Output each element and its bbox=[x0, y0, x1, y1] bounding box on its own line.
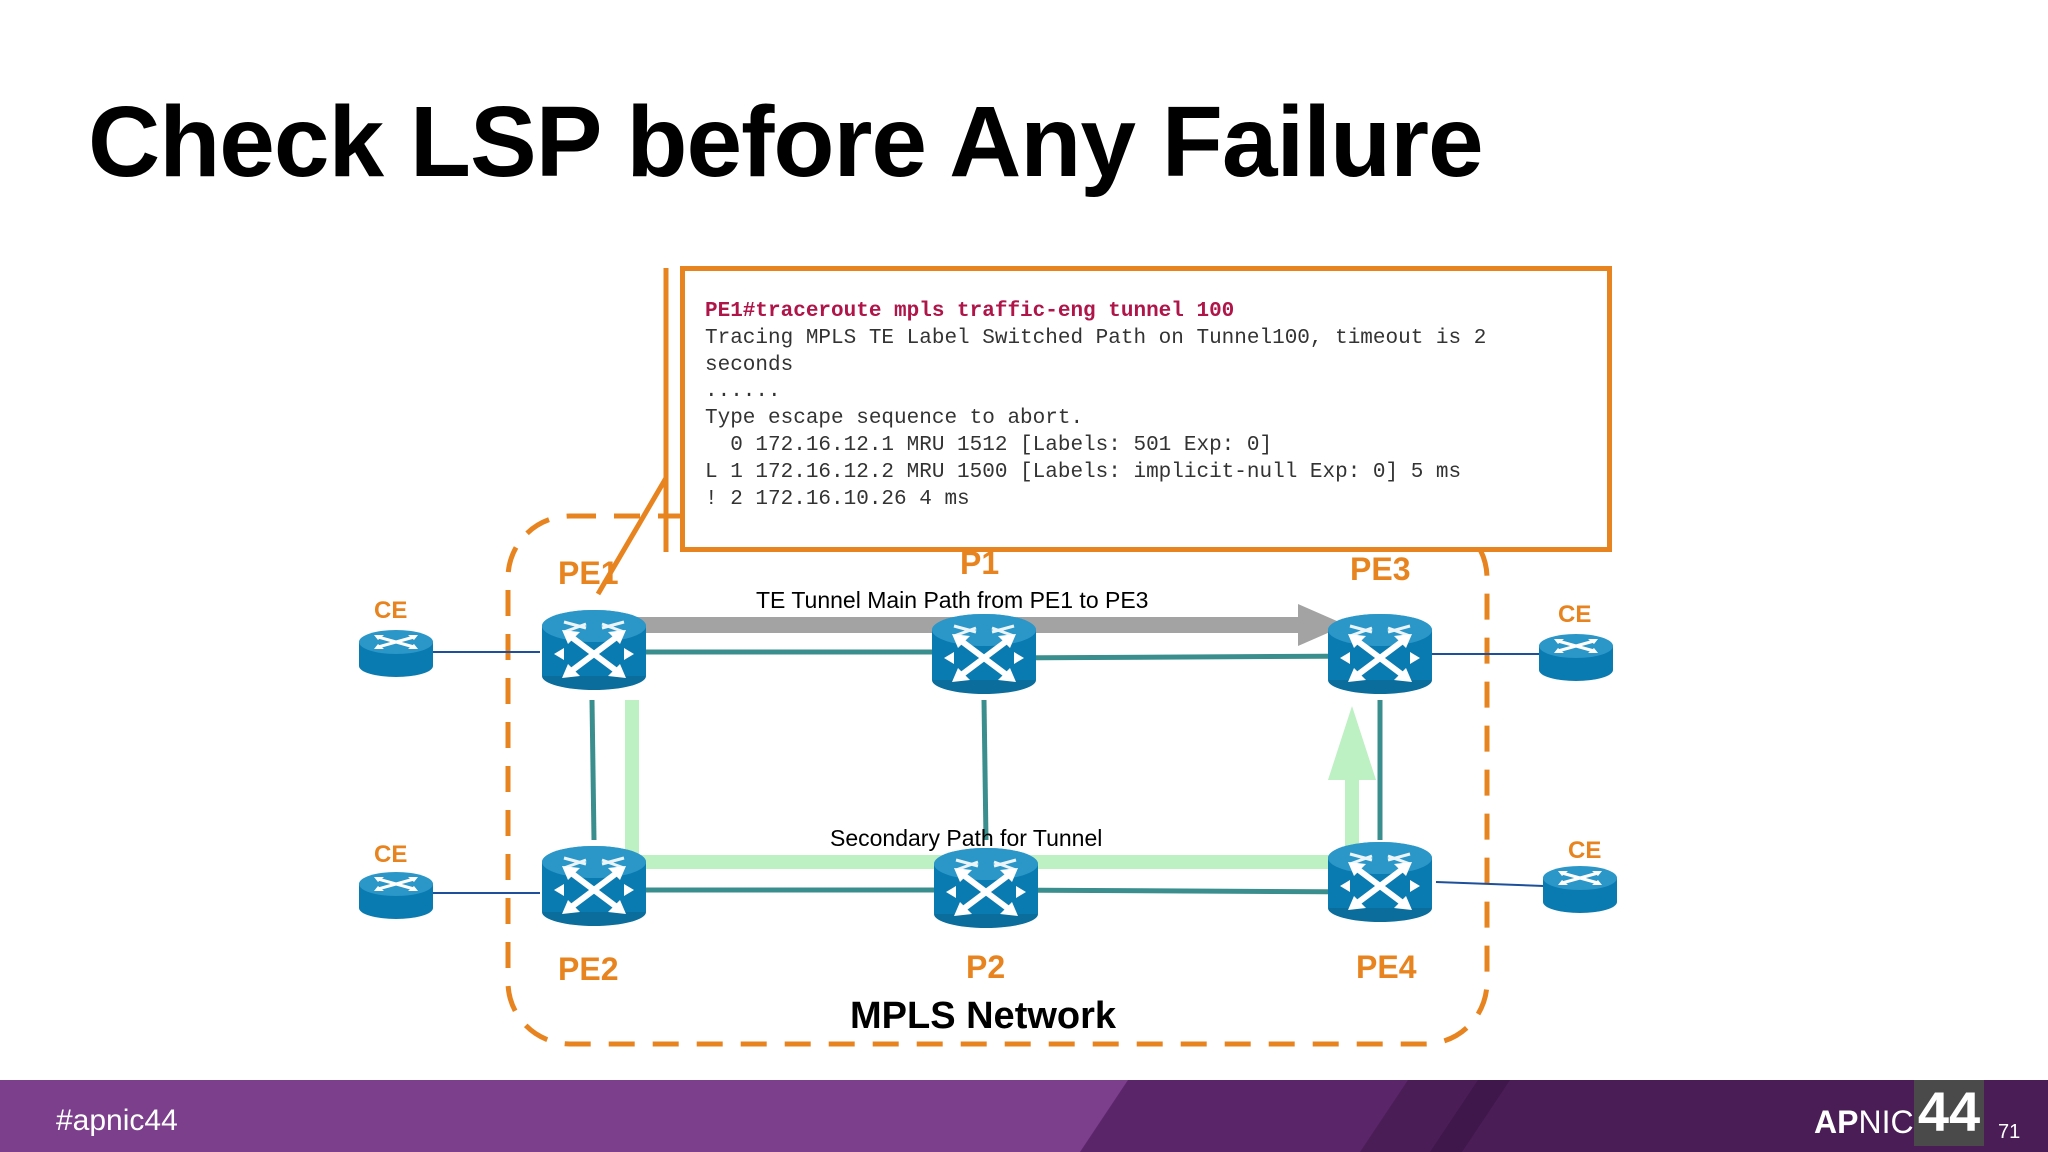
ce-links bbox=[432, 651, 1545, 894]
network-label: MPLS Network bbox=[850, 995, 1117, 1037]
terminal-output: PE1#traceroute mpls traffic-eng tunnel 1… bbox=[705, 299, 1587, 513]
apnic-logo-ap: AP bbox=[1814, 1104, 1859, 1140]
apnic-logo-nic: NIC bbox=[1858, 1104, 1914, 1140]
node-label-ce-bottom-left: CE bbox=[374, 841, 407, 868]
traceroute-output-box: PE1#traceroute mpls traffic-eng tunnel 1… bbox=[680, 266, 1612, 552]
router-icon bbox=[542, 846, 646, 926]
ce-router-icon bbox=[357, 628, 435, 679]
terminal-line: Tracing MPLS TE Label Switched Path on T… bbox=[705, 326, 1487, 350]
core-links bbox=[589, 649, 1383, 895]
terminal-line: seconds bbox=[705, 353, 794, 377]
node-label-pe2: PE2 bbox=[558, 951, 618, 987]
mpls-network-diagram: PE1 P1 PE3 PE2 P2 PE4 CE CE CE CE TE Tun… bbox=[357, 268, 1619, 1047]
terminal-command: PE1#traceroute mpls traffic-eng tunnel 1… bbox=[705, 300, 1235, 323]
terminal-line: ...... bbox=[705, 380, 781, 404]
ce-router-icon bbox=[1537, 632, 1615, 683]
node-label-pe3: PE3 bbox=[1350, 551, 1410, 587]
node-label-ce-top-left: CE bbox=[374, 597, 407, 624]
terminal-line: L 1 172.16.12.2 MRU 1500 [Labels: implic… bbox=[705, 460, 1462, 484]
ce-router-icon bbox=[357, 870, 435, 921]
node-label-p2: P2 bbox=[966, 949, 1005, 985]
apnic-logo: APNIC bbox=[1814, 1104, 1914, 1141]
terminal-line: 0 172.16.12.1 MRU 1512 [Labels: 501 Exp:… bbox=[705, 433, 1273, 457]
router-icon bbox=[934, 848, 1038, 928]
router-icon bbox=[1328, 614, 1432, 694]
main-path-label: TE Tunnel Main Path from PE1 to PE3 bbox=[756, 587, 1148, 613]
router-icon bbox=[1328, 842, 1432, 922]
router-icon bbox=[932, 614, 1036, 694]
callout-connector bbox=[595, 268, 669, 596]
node-label-pe1: PE1 bbox=[558, 555, 618, 591]
event-number: 44 bbox=[1917, 1080, 1981, 1143]
node-label-ce-bottom-right: CE bbox=[1568, 837, 1601, 864]
page-number: 71 bbox=[1998, 1121, 2021, 1143]
footer-bar bbox=[0, 1080, 2048, 1152]
node-label-ce-top-right: CE bbox=[1558, 601, 1591, 628]
event-number-box bbox=[1914, 1080, 1984, 1146]
mpls-network-boundary bbox=[505, 513, 1490, 1047]
secondary-path-label: Secondary Path for Tunnel bbox=[830, 825, 1102, 851]
router-icon bbox=[542, 610, 646, 690]
ce-router-icon bbox=[1541, 864, 1619, 915]
terminal-line: Type escape sequence to abort. bbox=[705, 407, 1084, 431]
event-hashtag: #apnic44 bbox=[56, 1104, 178, 1137]
node-label-pe4: PE4 bbox=[1356, 949, 1417, 985]
slide-title: Check LSP before Any Failure bbox=[88, 86, 1484, 198]
terminal-line: ! 2 172.16.10.26 4 ms bbox=[705, 487, 970, 511]
